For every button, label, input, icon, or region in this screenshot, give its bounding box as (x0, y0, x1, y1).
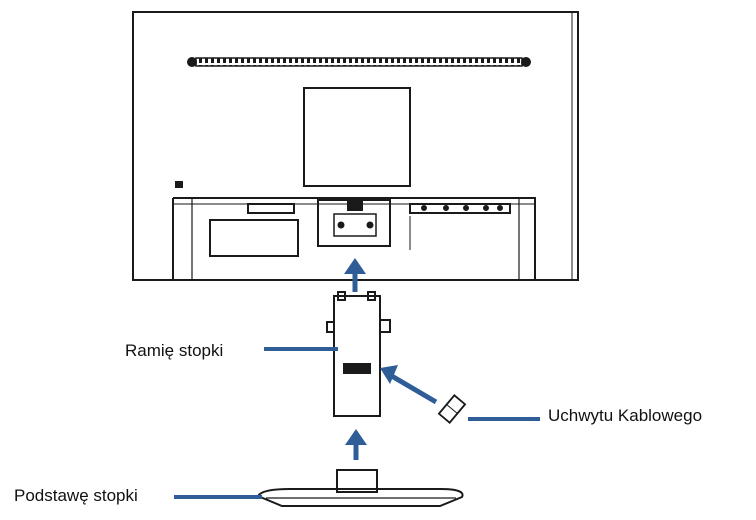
monitor-rear (132, 11, 579, 281)
stand-arm-tab-left (337, 291, 346, 301)
port-dot-5 (497, 205, 503, 211)
vent-end-right (521, 57, 531, 67)
socket-tab (347, 199, 363, 211)
stand-arm-body (333, 295, 381, 417)
stand-base-plate (256, 488, 464, 507)
arrow-up-to-arm (345, 429, 367, 460)
label-stand-arm: Ramię stopki (125, 341, 224, 360)
cable-holder-clip (437, 394, 467, 424)
vent-strip (195, 57, 523, 67)
port-dot-3 (463, 205, 469, 211)
socket-screw-left (337, 221, 345, 229)
lock-slot (175, 181, 183, 188)
vent-end-left (187, 57, 197, 67)
stand-arm-tab-right (367, 291, 376, 301)
port-panel-right (409, 203, 511, 214)
port-block-left (209, 219, 299, 257)
stand-base-neck (336, 469, 378, 493)
stand-arm (326, 291, 391, 417)
label-cable-holder: Uchwytu Kablowego (548, 406, 703, 425)
port-left (247, 203, 295, 214)
stand-arm-knob-left (326, 321, 335, 333)
vesa-plate (303, 87, 411, 187)
cable-slot (343, 363, 371, 374)
socket-screw-right (366, 221, 374, 229)
stand-arm-knob-right (379, 319, 391, 333)
lower-housing (172, 197, 536, 280)
arrow-to-cable-slot (380, 365, 438, 405)
label-stand-base: Podstawę stopki (14, 486, 138, 505)
arrow-up-to-monitor (344, 258, 366, 292)
stand-base (256, 469, 464, 507)
port-dot-4 (483, 205, 489, 211)
port-dot-1 (421, 205, 427, 211)
port-dot-2 (443, 205, 449, 211)
monitor-body (132, 11, 579, 281)
stand-socket-inner (333, 213, 377, 237)
